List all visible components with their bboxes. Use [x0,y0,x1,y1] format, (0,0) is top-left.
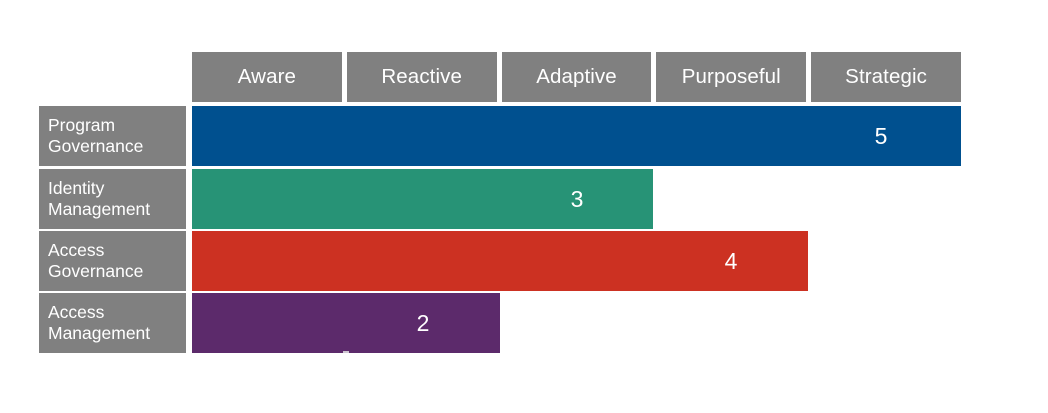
row-label-access-management: Access Management [39,293,186,353]
header-cell-adaptive: Adaptive [501,52,652,102]
header-cell-reactive: Reactive [346,52,497,102]
row-label-line-2: Governance [48,136,144,156]
bar-access-management: 2 [192,293,500,353]
row-label-line-2: Management [48,323,151,343]
row-label-line-2: Management [48,199,151,219]
chart-row-access-management: Access Management 2 [39,293,500,353]
bar-value-access-governance: 4 [724,248,738,274]
row-label-line-2: Governance [48,261,144,281]
header-cell-purposeful: Purposeful [656,52,807,102]
row-label-identity-management: Identity Management [39,169,186,229]
chart-row-program-governance: Program Governance 5 [39,106,961,166]
bar-value-program-governance: 5 [874,123,888,149]
row-label-line-1: Access [48,302,105,322]
chart-row-identity-management: Identity Management 3 [39,169,653,229]
header-cell-strategic: Strategic [811,52,961,102]
row-label-program-governance: Program Governance [39,106,186,166]
row-label-line-1: Identity [48,178,105,198]
header-cell-aware: Aware [192,52,342,102]
bar-value-identity-management: 3 [570,186,584,212]
row-label-access-governance: Access Governance [39,231,186,291]
bar-identity-management: 3 [192,169,653,229]
maturity-scale-header: Aware Reactive Adaptive Purposeful Strat… [192,52,961,102]
chart-row-access-governance: Access Governance 4 [39,231,808,291]
row-label-line-1: Program [48,115,116,135]
bar-program-governance: 5 [192,106,961,166]
bar-access-governance: 4 [192,231,808,291]
render-artifact-mark [343,351,349,353]
row-label-line-1: Access [48,240,105,260]
bar-value-access-management: 2 [416,310,430,336]
